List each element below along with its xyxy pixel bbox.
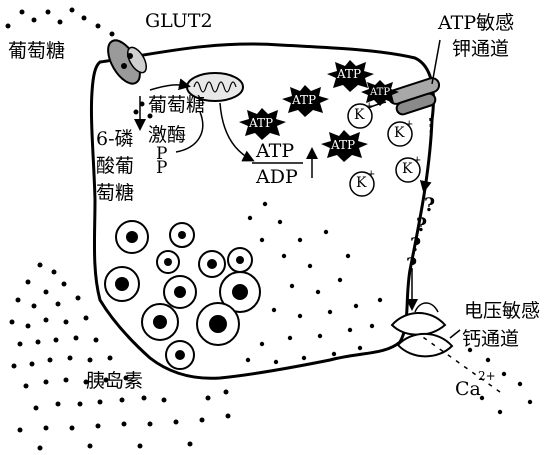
question-mark-3: ?	[410, 236, 421, 255]
katp-label-line1: ATP敏感	[438, 14, 514, 33]
k-ion-charge-3: +	[413, 156, 421, 166]
atp-star-label-3: ATP	[249, 117, 273, 129]
question-mark-2: ?	[416, 216, 427, 235]
k-ion-charge-4: +	[367, 170, 375, 180]
atp-star-label-5: ATP	[331, 139, 355, 151]
k-ion-label-4: K	[356, 176, 366, 190]
k-ion-label-3: K	[402, 162, 412, 176]
g6p-label-line1: 6-磷	[96, 130, 134, 149]
question-mark-1: ?	[424, 196, 435, 215]
atp-star-label-2: ATP	[292, 94, 316, 106]
ca-channel-label-line1: 电压敏感	[464, 302, 540, 321]
k-ion-label-2: K	[394, 126, 404, 140]
g6p-label-line2: 酸葡	[96, 157, 134, 176]
k-ion-charge-2: +	[405, 120, 413, 130]
calcium-label: Ca	[455, 380, 481, 399]
phosphate-lower-label: P	[156, 160, 167, 177]
ca-channel-label-line2: 钙通道	[462, 330, 519, 349]
glucose-outside-label: 葡萄糖	[8, 42, 65, 61]
katp-channel	[387, 40, 441, 116]
k-ion-charge-1: +	[365, 102, 373, 112]
insulin-label: 胰岛素	[86, 372, 143, 391]
calcium-charge-label: 2+	[478, 370, 496, 382]
atp-star-label-1: ATP	[337, 68, 361, 80]
question-mark-4: ?	[406, 256, 417, 275]
atp-star-label-4: ATP	[370, 88, 390, 98]
ca-channel	[392, 303, 460, 356]
katp-label-line2: 钾通道	[452, 40, 509, 59]
atp-ratio-numerator: ATP	[256, 142, 294, 161]
g6p-label-line3: 萄糖	[96, 184, 134, 203]
atp-ratio-denominator: ADP	[256, 168, 298, 187]
hexokinase-label: 激酶	[148, 126, 186, 145]
glucose-to-mito-arrow	[150, 85, 188, 90]
glucose-inside-label: 葡萄糖	[148, 96, 205, 115]
glut2-label: GLUT2	[145, 12, 213, 31]
k-ion-label-1: K	[354, 108, 364, 122]
